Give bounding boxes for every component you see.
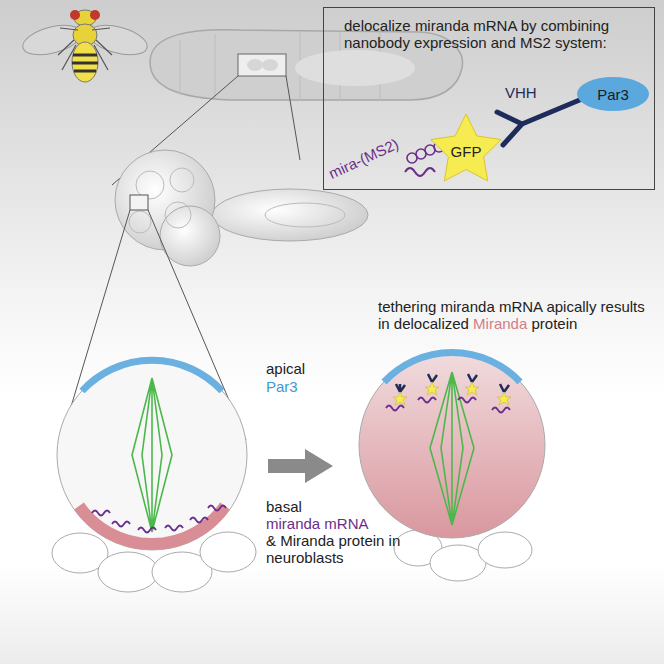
region-label: basal [266,498,302,515]
neuroblast-before [52,360,256,592]
construct-figure [405,99,582,176]
shape-text-holder: GFP [428,113,504,189]
ellipse-outline [577,77,649,111]
par3-ellipse: Par3 [576,76,650,112]
star-outline [431,114,501,181]
gfp-star: GFP [428,113,504,189]
protein-label: & Miranda protein in neuroblasts [266,532,406,566]
shape-text: Par3 [597,86,629,103]
note-text: protein [531,315,577,332]
shape-text: GFP [451,143,482,160]
box-text: delocalize miranda mRNA by combining nan… [344,17,644,51]
nanobody-label: VHH [505,84,537,101]
result-note: tethering miranda mRNA apically results … [378,298,656,332]
protein-name: Miranda [473,315,527,332]
mrna-label: miranda mRNA [266,515,369,532]
fly-figure [20,10,151,82]
shape-text-holder: Par3 [576,76,650,112]
mrna-label: mira-(MS2) [326,135,401,182]
transition-arrow [268,449,333,483]
region-label: apical [266,360,305,377]
par3-label: Par3 [266,378,298,395]
